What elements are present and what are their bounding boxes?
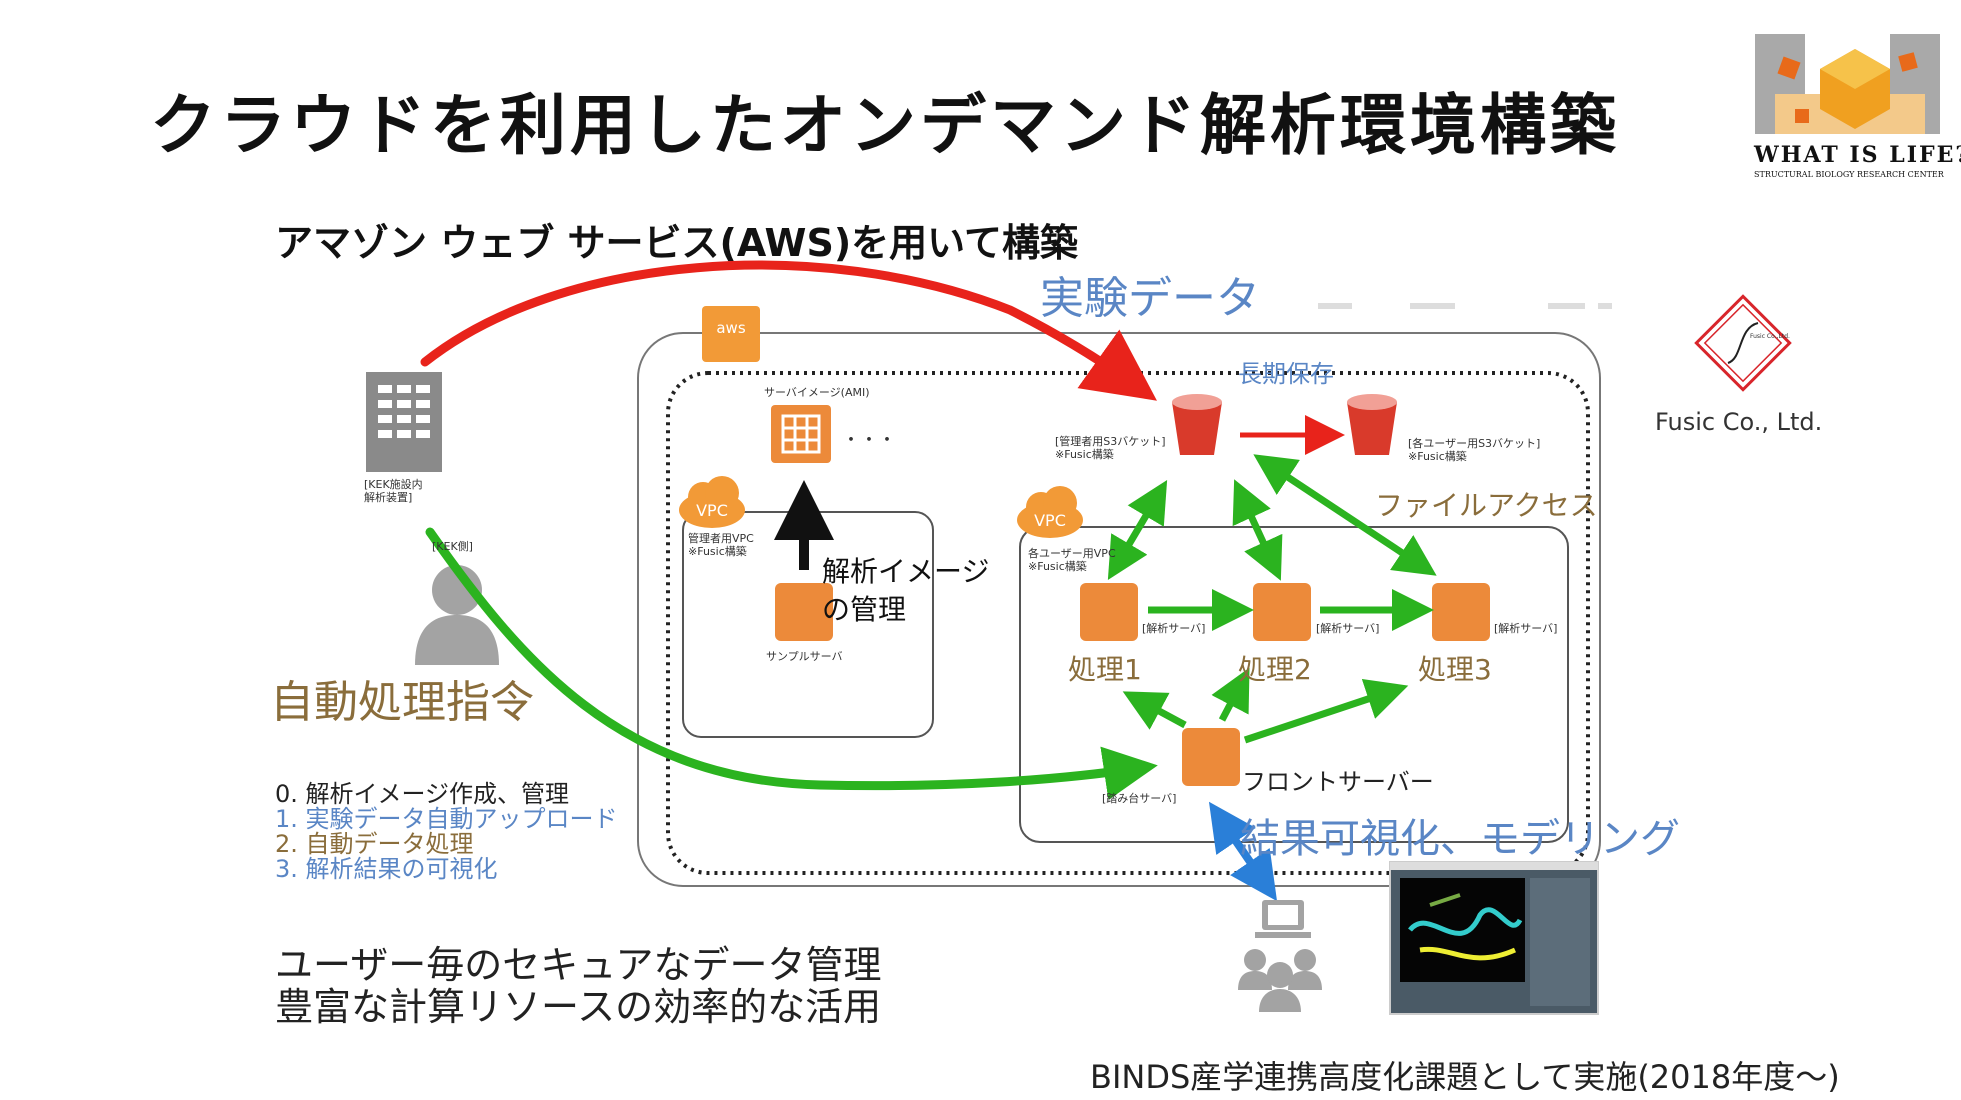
front-server-icon — [1182, 728, 1240, 786]
analysis-server-3-label: [解析サーバ] — [1494, 622, 1558, 635]
visualization-screenshot — [1389, 861, 1599, 1015]
admin-vpc-label: VPC — [696, 501, 728, 520]
kek-user-icon — [415, 565, 499, 665]
bucket-proc3-arrow — [1253, 454, 1437, 576]
subtitle: アマゾン ウェブ サービス(AWS)を用いて構築 — [275, 221, 1079, 265]
admin-s3-bucket-icon — [1172, 394, 1222, 455]
aws-region-box — [666, 371, 1590, 875]
user-s3-bucket-icon — [1347, 394, 1397, 455]
fusic-mark-text: Fusic Co.,Ltd. — [1750, 333, 1790, 340]
sample-server-label: サンプルサーバ — [766, 650, 843, 663]
analysis-server-2-icon — [1253, 583, 1311, 641]
long-term-storage-label: 長期保存 — [1238, 360, 1334, 388]
kek-user-label: [KEK側] — [432, 540, 473, 553]
user-vpc-label: VPC — [1034, 511, 1066, 530]
proc1-label: 処理1 — [1068, 653, 1142, 686]
visualization-label: 結果可視化、モデリング — [1240, 816, 1680, 862]
step-1: 1. 実験データ自動アップロード — [275, 805, 618, 833]
proc3-label: 処理3 — [1418, 653, 1492, 686]
visualization-arrow — [1208, 801, 1278, 902]
analysis-server-3-icon — [1432, 583, 1490, 641]
ellipsis-label: ・・・ — [842, 430, 896, 451]
aws-badge — [702, 306, 760, 362]
admin-s3-label: [管理者用S3バケット]※Fusic構築 — [1055, 435, 1166, 461]
admin-vpc-cloud-icon — [679, 476, 745, 528]
steps-list: 0. 解析イメージ作成、管理 1. 実験データ自動アップロード 2. 自動データ… — [275, 782, 618, 882]
front-server-label: フロントサーバー — [1242, 768, 1434, 796]
analysis-image-label-2: の管理 — [822, 593, 907, 626]
bucket-proc2-arrow — [1232, 479, 1283, 581]
user-s3-label: [各ユーザー用S3バケット]※Fusic構築 — [1408, 437, 1541, 463]
file-access-label: ファイルアクセス — [1375, 489, 1598, 522]
benefit-2: 豊富な計算リソースの効率的な活用 — [275, 985, 882, 1029]
bucket-proc1-arrow — [1107, 479, 1168, 581]
logo-subtext: STRUCTURAL BIOLOGY RESEARCH CENTER — [1754, 170, 1944, 179]
fusic-company-name: Fusic Co., Ltd. — [1655, 408, 1823, 436]
fusic-logo: Fusic Co.,Ltd. — [1694, 294, 1792, 392]
experiment-data-label: 実験データ — [1040, 273, 1260, 324]
step-0: 0. 解析イメージ作成、管理 — [275, 780, 570, 808]
aws-badge-text: aws — [716, 319, 745, 337]
analysis-server-2-label: [解析サーバ] — [1316, 622, 1380, 635]
auto-command-arrow — [425, 527, 1158, 801]
ami-icon — [771, 405, 831, 463]
sample-server-icon — [775, 583, 833, 641]
analysis-server-1-icon — [1080, 583, 1138, 641]
step-2: 2. 自動データ処理 — [275, 830, 474, 858]
benefits-text: ユーザー毎のセキュアなデータ管理 豊富な計算リソースの効率的な活用 — [275, 944, 881, 1028]
page-title: クラウドを利用したオンデマンド解析環境構築 — [150, 87, 1620, 164]
server-image-label: サーバイメージ(AMI) — [764, 386, 870, 399]
kek-device-label: [KEK施設内解析装置] — [364, 478, 423, 504]
analysis-image-label-1: 解析イメージ — [822, 555, 990, 588]
users-group-icon — [1238, 900, 1322, 1012]
frontend-server-tag: [踏み台サーバ] — [1102, 792, 1177, 805]
what-is-life-logo — [1755, 34, 1940, 134]
analysis-server-1-label: [解析サーバ] — [1142, 622, 1206, 635]
user-vpc-text: 各ユーザー用VPC※Fusic構築 — [1028, 547, 1116, 573]
kek-device-icon — [366, 372, 442, 472]
benefit-1: ユーザー毎のセキュアなデータ管理 — [275, 943, 882, 987]
step-3: 3. 解析結果の可視化 — [275, 855, 498, 883]
front-proc3-arrow — [1243, 678, 1409, 744]
footer-note: BINDS産学連携高度化課題として実施(2018年度〜) — [1090, 1058, 1840, 1096]
user-vpc-cloud-icon — [1017, 486, 1083, 538]
experiment-data-arrow — [420, 260, 1157, 401]
front-proc1-arrow — [1122, 691, 1187, 730]
front-proc2-arrow — [1211, 667, 1250, 722]
admin-vpc-text: 管理者用VPC※Fusic構築 — [688, 532, 754, 558]
auto-command-label: 自動処理指令 — [270, 677, 534, 728]
logo-text: WHAT IS LIFE? — [1754, 142, 1961, 168]
proc2-label: 処理2 — [1238, 653, 1312, 686]
